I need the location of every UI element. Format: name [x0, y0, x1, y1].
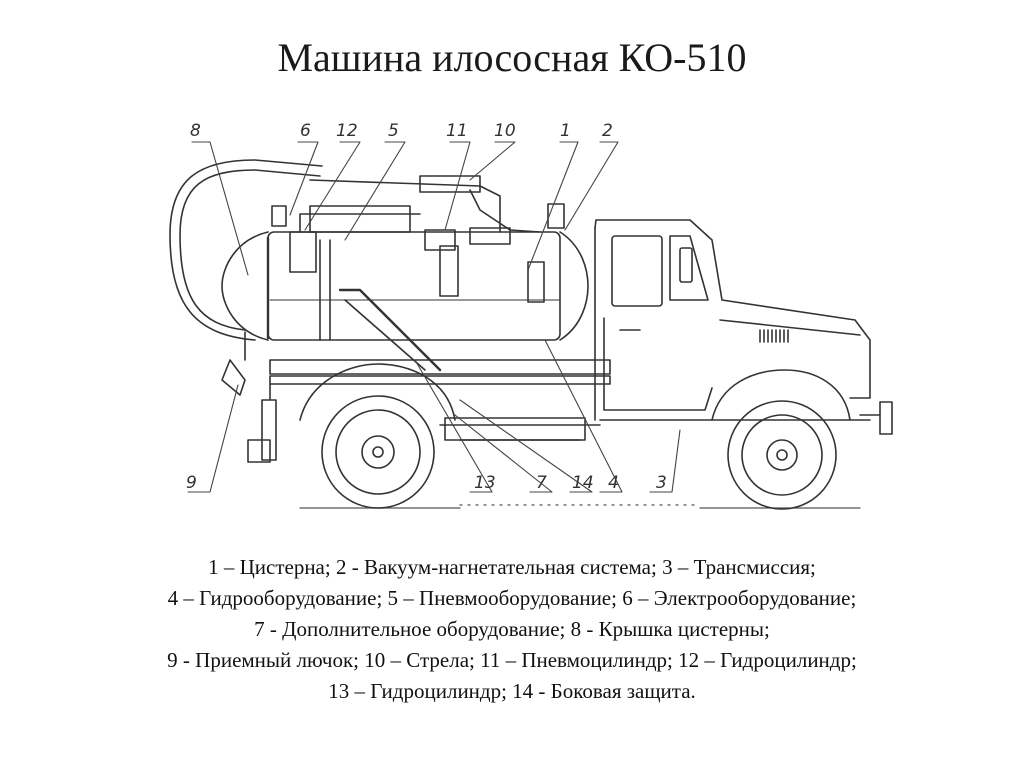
tank	[221, 231, 589, 372]
legend-line-3: 7 - Дополнительное оборудование; 8 - Кры…	[254, 617, 770, 641]
callout-8: 8	[190, 121, 201, 141]
callout-10: 10	[494, 121, 516, 141]
callout-leaders	[187, 141, 681, 493]
legend: 1 – Цистерна; 2 - Вакуум-нагнетательная …	[20, 552, 1004, 707]
rear-equipment	[247, 383, 277, 463]
legend-line-1: 1 – Цистерна; 2 - Вакуум-нагнетательная …	[208, 555, 816, 579]
callout-13: 13	[474, 473, 496, 493]
callout-2: 2	[602, 121, 613, 141]
front-wheel	[711, 369, 851, 510]
page-title: Машина илососная КО-510	[277, 35, 747, 80]
truck-drawing: 8 6 12 5 11 10 1 2 9 13 7 14 4 3	[169, 121, 893, 510]
callout-labels: 8 6 12 5 11 10 1 2 9 13 7 14 4 3	[186, 121, 667, 493]
callout-6: 6	[300, 121, 311, 141]
callout-3: 3	[656, 473, 667, 493]
callout-12: 12	[336, 121, 358, 141]
legend-line-4: 9 - Приемный лючок; 10 – Стрела; 11 – Пн…	[167, 648, 857, 672]
legend-line-5: 13 – Гидроцилиндр; 14 - Боковая защита.	[328, 679, 696, 703]
chassis-frame	[269, 359, 871, 441]
truck-cab	[594, 219, 893, 435]
rear-wheel	[299, 363, 456, 509]
callout-5: 5	[388, 121, 399, 141]
callout-1: 1	[560, 121, 571, 141]
callout-11: 11	[446, 121, 468, 141]
callout-7: 7	[536, 473, 547, 493]
legend-line-2: 4 – Гидрооборудование; 5 – Пневмооборудо…	[167, 586, 857, 610]
callout-4: 4	[608, 473, 619, 493]
callout-9: 9	[186, 473, 197, 493]
radiator-grille	[759, 329, 789, 343]
suction-hose	[169, 159, 323, 396]
boom-assembly	[271, 175, 565, 273]
callout-14: 14	[572, 473, 594, 493]
